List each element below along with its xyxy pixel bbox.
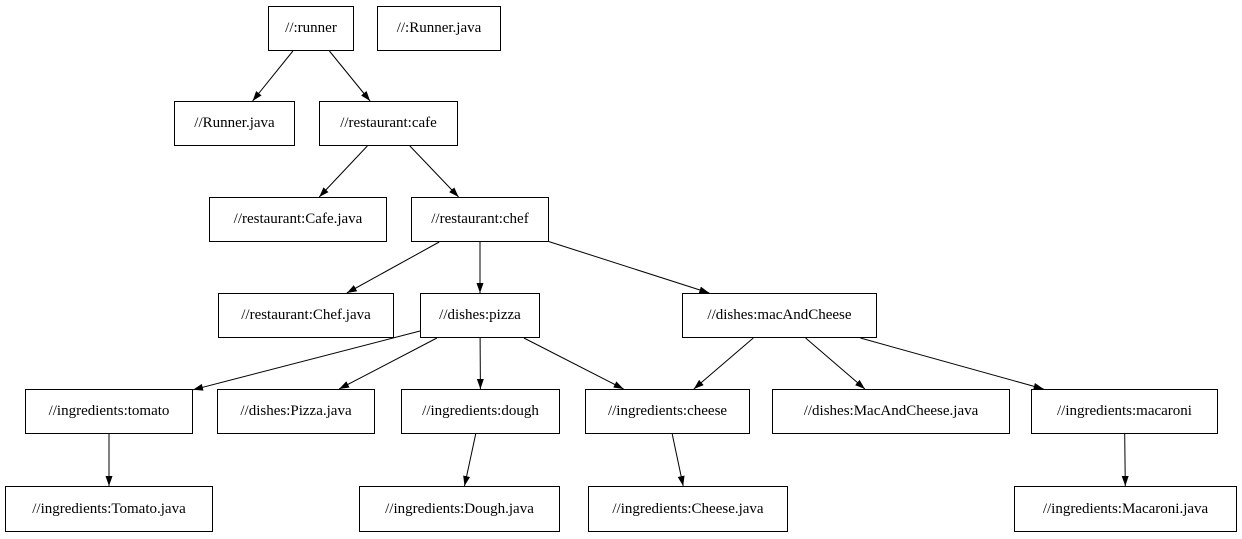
graph-edge-mac-and-cheese-to-mac-and-cheese-java (805, 337, 866, 390)
graph-node-cafe: //restaurant:cafe (319, 101, 458, 146)
graph-node-macaroni-java: //ingredients:Macaroni.java (1014, 486, 1237, 532)
graph-node-tomato: //ingredients:tomato (25, 389, 193, 434)
graph-edges (105, 50, 1129, 487)
node-label: //ingredients:Macaroni.java (1042, 500, 1209, 517)
graph-node-chef: //restaurant:chef (411, 197, 549, 242)
graph-node-macaroni: //ingredients:macaroni (1031, 389, 1218, 434)
node-label: //restaurant:cafe (340, 115, 437, 131)
graph-edge-pizza-to-cheese (523, 337, 624, 390)
node-label: //ingredients:Dough.java (385, 500, 534, 517)
node-label: //dishes:pizza (439, 307, 521, 323)
graph-edge-cafe-to-cafe-java (318, 145, 368, 198)
node-label: //ingredients:macaroni (1057, 403, 1192, 419)
node-label: //restaurant:Cafe.java (233, 211, 363, 227)
graph-node-tomato-java: //ingredients:Tomato.java (5, 486, 213, 532)
graph-edge-runner-to-cafe (329, 50, 371, 102)
graph-node-mac-and-cheese-java: //dishes:MacAndCheese.java (772, 389, 1010, 434)
node-label: //dishes:MacAndCheese.java (803, 403, 979, 419)
graph-edge-cheese-to-cheese-java (671, 433, 685, 487)
graph-node-cafe-java: //restaurant:Cafe.java (209, 197, 387, 242)
graph-node-chef-java: //restaurant:Chef.java (218, 293, 394, 338)
graph-node-pizza-java: //dishes:Pizza.java (217, 389, 375, 434)
graph-edge-pizza-to-tomato (192, 330, 421, 391)
graph-node-mac-and-cheese: //dishes:macAndCheese (682, 293, 877, 338)
graph-node-cheese: //ingredients:cheese (585, 389, 750, 434)
node-label: //ingredients:tomato (48, 403, 170, 419)
node-label: //Runner.java (194, 115, 275, 131)
graph-node-runner-java: //Runner.java (174, 101, 295, 146)
graph-edge-mac-and-cheese-to-cheese (693, 337, 754, 390)
graph-edge-mac-and-cheese-to-macaroni (860, 337, 1044, 390)
node-label: //:runner (285, 20, 337, 36)
graph-node-cheese-java: //ingredients:Cheese.java (588, 486, 788, 532)
graph-node-pizza: //dishes:pizza (420, 293, 540, 338)
node-label: //dishes:Pizza.java (240, 403, 352, 419)
graph-node-runner-java-root: //:Runner.java (377, 6, 501, 51)
graph-edge-chef-to-mac-and-cheese (548, 241, 710, 294)
graph-node-runner: //:runner (268, 6, 354, 51)
graph-edge-macaroni-to-macaroni-java (1121, 433, 1129, 487)
node-label: //ingredients:Tomato.java (32, 500, 186, 517)
graph-node-dough: //ingredients:dough (401, 389, 560, 434)
graph-edge-cafe-to-chef (409, 145, 459, 198)
graph-edge-dough-to-dough-java (463, 433, 477, 487)
graph-node-dough-java: //ingredients:Dough.java (359, 486, 560, 532)
node-label: //:Runner.java (396, 20, 482, 36)
node-label: //restaurant:chef (431, 211, 529, 227)
node-label: //ingredients:dough (422, 403, 539, 419)
node-label: //ingredients:Cheese.java (612, 500, 764, 517)
node-label: //restaurant:Chef.java (241, 307, 371, 323)
node-label: //ingredients:cheese (607, 403, 728, 419)
graph-edge-runner-to-runner-java (252, 50, 294, 102)
graph-edge-pizza-to-pizza-java (338, 337, 438, 390)
graph-edge-chef-to-chef-java (346, 241, 440, 294)
node-label: //dishes:macAndCheese (707, 307, 852, 323)
